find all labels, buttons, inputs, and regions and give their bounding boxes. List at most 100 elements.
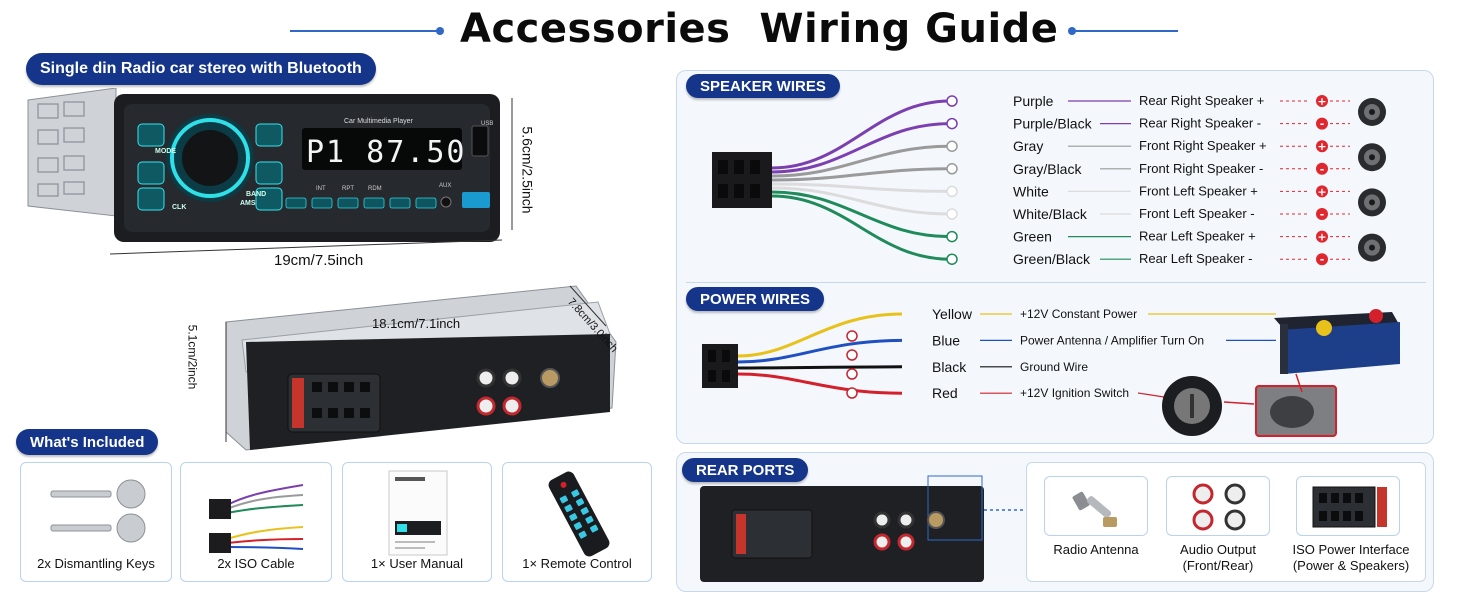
power-wire-function: Ground Wire <box>1020 360 1088 374</box>
wire-terminal <box>946 140 958 152</box>
included-item-label: 2x ISO Cable <box>217 556 295 571</box>
remote-control-icon <box>548 471 610 557</box>
wire-terminal <box>946 253 958 265</box>
polarity-sign: - <box>1320 163 1325 176</box>
radio-antenna-icon <box>1072 491 1117 527</box>
rear-port-name: Radio Antenna <box>1053 542 1139 557</box>
ignition-switch-icon <box>1162 376 1222 436</box>
user-manual-icon <box>388 470 448 556</box>
speaker-wire-color: Green/Black <box>1013 251 1091 267</box>
polarity-sign: + <box>1317 185 1326 198</box>
rear-ports-heading: REAR PORTS <box>682 458 809 482</box>
speaker-wire-function: Front Right Speaker + <box>1139 138 1267 153</box>
plus-icon <box>1316 185 1328 198</box>
speaker-wire-function: Front Left Speaker - <box>1139 206 1255 221</box>
speaker-wire <box>771 144 951 178</box>
display-readout: P1 87.50 <box>306 135 467 170</box>
rear-dimension-width: 18.1cm/7.1inch <box>372 316 461 331</box>
rear-port-name: ISO Power Interface <box>1292 542 1410 557</box>
speaker-wire <box>771 182 951 193</box>
clk-label: CLK <box>172 204 187 211</box>
audio-output-icon <box>1192 483 1246 531</box>
power-wire-function: Power Antenna / Amplifier Turn On <box>1020 333 1204 347</box>
minus-icon <box>1316 117 1328 130</box>
wire-terminal <box>946 163 958 175</box>
dismantling-keys-icon <box>50 479 146 543</box>
iso-power-interface-icon <box>1312 486 1387 528</box>
rear-port-sub: (Power & Speakers) <box>1292 558 1410 573</box>
plus-icon <box>1316 230 1328 243</box>
speaker-wire <box>771 99 951 170</box>
speaker-dome <box>1369 154 1375 161</box>
band-label: BAND <box>246 191 267 198</box>
wire-terminal <box>846 349 858 361</box>
wire-terminal <box>946 185 958 198</box>
title-rule-right <box>1072 30 1178 32</box>
polarity-sign: - <box>1320 118 1325 131</box>
speaker-wire-color: Purple <box>1013 93 1054 109</box>
speaker-wire <box>771 194 951 261</box>
plus-icon <box>1316 140 1328 153</box>
power-wire-color: Red <box>932 385 958 401</box>
rear-port-label: Audio Output (Front/Rear) <box>1153 542 1283 574</box>
rear-port-label: ISO Power Interface (Power & Speakers) <box>1286 542 1416 574</box>
included-item-label: 1× Remote Control <box>522 556 632 571</box>
speaker-wire-function: Rear Right Speaker + <box>1139 93 1264 108</box>
polarity-sign: - <box>1320 208 1325 221</box>
speaker-wire-function: Rear Right Speaker - <box>1139 116 1261 131</box>
speaker-wires-heading: SPEAKER WIRES <box>686 74 840 98</box>
mode-label: MODE <box>155 148 176 155</box>
rear-port-sub: (Front/Rear) <box>1182 558 1254 573</box>
power-wire-function: +12V Ignition Switch <box>1020 386 1129 400</box>
speaker-wire-color: White/Black <box>1013 206 1088 222</box>
included-item-label: 2x Dismantling Keys <box>37 556 155 571</box>
power-wire-function: +12V Constant Power <box>1020 307 1137 321</box>
speaker-wire-function: Rear Left Speaker + <box>1139 229 1256 244</box>
polarity-sign: + <box>1317 140 1326 153</box>
included-item-remote-control: 1× Remote Control <box>502 462 652 582</box>
power-wire-color: Black <box>932 359 967 375</box>
rear-port-iso-power <box>1296 476 1400 536</box>
iso-cable-icon <box>209 484 304 553</box>
included-item-user-manual: 1× User Manual <box>342 462 492 582</box>
ams-label: AMS <box>240 200 256 207</box>
speaker-wire <box>771 186 951 216</box>
speaker-wire-color: Gray <box>1013 138 1043 154</box>
power-wire <box>737 372 903 395</box>
ignition-photo-icon <box>1255 385 1337 437</box>
speaker-wire <box>771 167 951 182</box>
speaker-wire-function: Front Left Speaker + <box>1139 183 1258 198</box>
ignition-leader <box>1137 392 1165 398</box>
radio-front-illustration <box>27 88 513 255</box>
minus-icon <box>1316 162 1328 175</box>
wiring-panel-divider <box>686 282 1426 283</box>
included-item-label: 1× User Manual <box>370 556 464 571</box>
dimension-height: 5.6cm/2.5inch <box>519 126 536 214</box>
title-row: Accessories Wiring Guide <box>0 0 1464 62</box>
speaker-wire-color: Purple/Black <box>1013 116 1093 132</box>
minus-icon <box>1316 253 1328 266</box>
product-banner: Single din Radio car stereo with Bluetoo… <box>26 53 376 85</box>
polarity-sign: - <box>1320 253 1325 266</box>
power-wire <box>737 312 903 358</box>
power-wire-color: Yellow <box>932 306 973 322</box>
power-harness-connector <box>702 344 738 388</box>
speaker-wire-color: Green <box>1013 229 1052 245</box>
wire-terminal <box>846 387 858 399</box>
wire-terminal <box>946 117 958 130</box>
speaker-dome <box>1369 244 1375 251</box>
included-heading: What's Included <box>16 429 159 455</box>
power-wire-color: Blue <box>932 332 960 348</box>
minus-icon <box>1316 208 1328 220</box>
included-item-dismantling-keys: 2x Dismantling Keys <box>20 462 172 582</box>
wire-terminal <box>946 208 958 220</box>
display-label: Car Multimedia Player <box>344 118 413 125</box>
title-rule-left <box>290 30 440 32</box>
rear-dimension-height: 5.1cm/2inch <box>185 324 200 390</box>
rear-port-radio-antenna <box>1044 476 1148 536</box>
rdm-label: RDM <box>368 186 382 192</box>
speaker-wire-function: Rear Left Speaker - <box>1139 251 1252 266</box>
usb-label: USB <box>481 121 494 127</box>
